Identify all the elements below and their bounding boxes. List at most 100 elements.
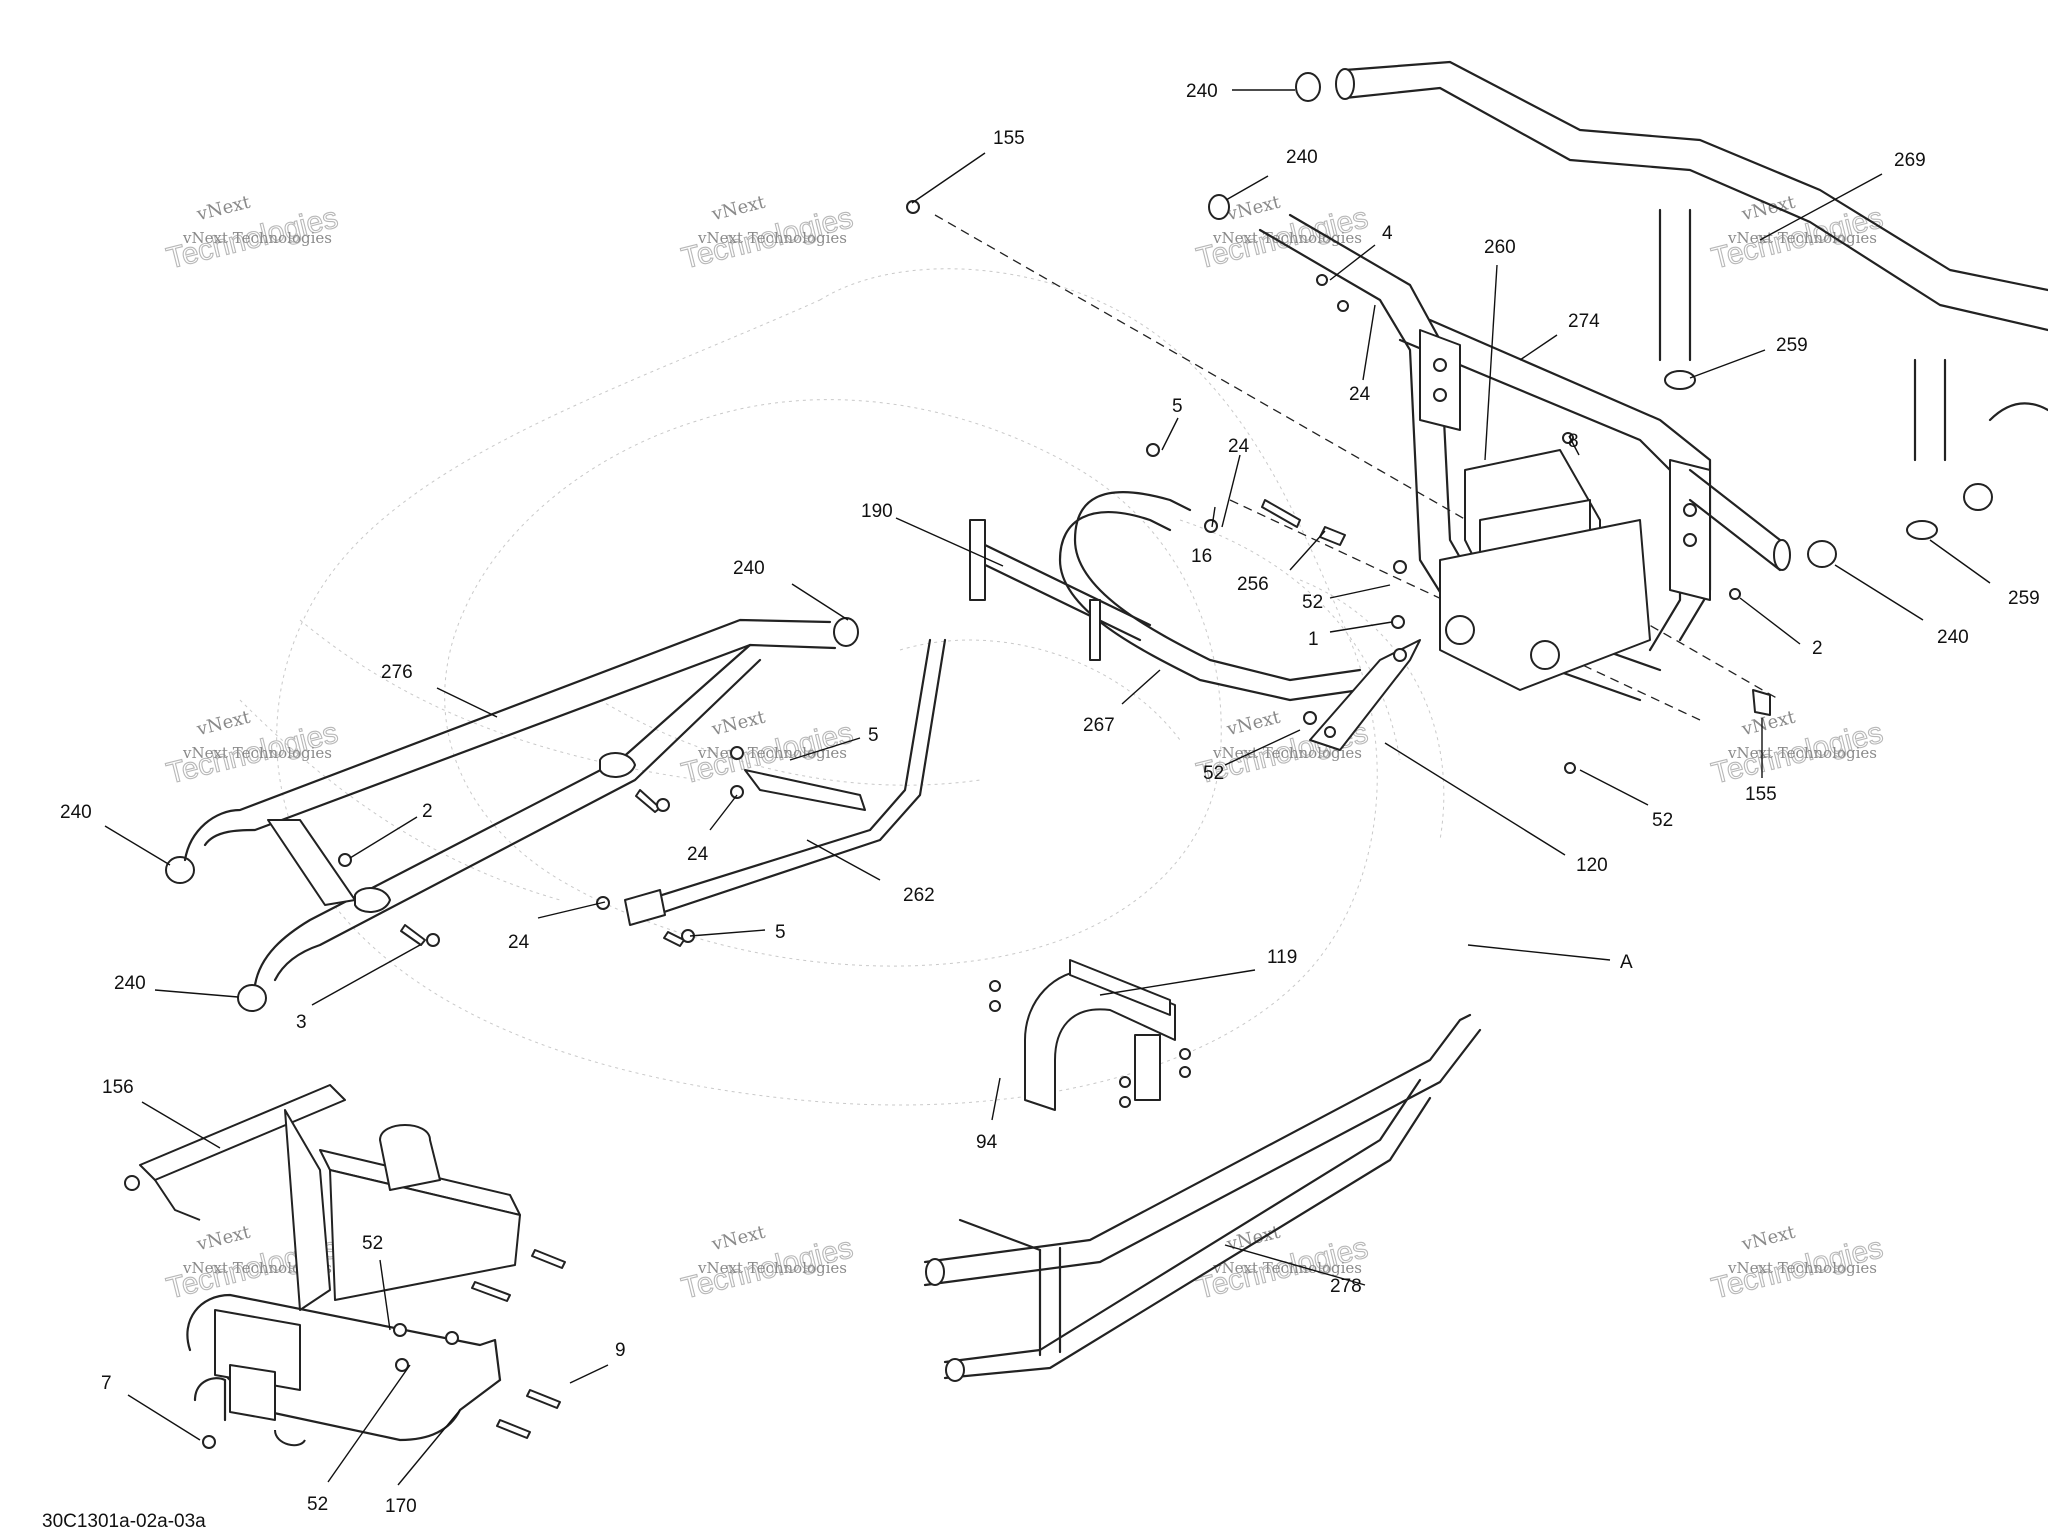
callout-3: 3 — [296, 1012, 307, 1033]
part-170-hitch-bumper — [186, 1293, 502, 1447]
callout-5: 5 — [1172, 396, 1183, 417]
watermark-text: vNext Technologies — [182, 1259, 332, 1277]
watermark-text: vNext Technologies — [1727, 744, 1877, 762]
callout-276: 276 — [381, 662, 413, 683]
svg-text:vNext: vNext — [1739, 1222, 1798, 1256]
watermark-text: vNext Technologies — [1212, 229, 1362, 247]
callout-256: 256 — [1237, 574, 1269, 595]
callout-155: 155 — [1745, 784, 1777, 805]
callout-155: 155 — [993, 128, 1025, 149]
callout-52: 52 — [362, 1233, 383, 1254]
svg-text:vNext: vNext — [1739, 192, 1798, 226]
watermark-text: vNext Technologies — [697, 1259, 847, 1277]
callout-260: 260 — [1484, 237, 1516, 258]
callout-240: 240 — [114, 973, 146, 994]
figure-id: 30C1301a-02a-03a — [42, 1511, 206, 1532]
end-cap — [237, 984, 267, 1012]
end-cap — [1295, 72, 1321, 102]
svg-text:vNext: vNext — [709, 192, 768, 226]
part-267-bumper — [969, 491, 1362, 702]
svg-text:vNext: vNext — [709, 707, 768, 741]
callout-262: 262 — [903, 885, 935, 906]
watermark-text: vNext Technologies — [1212, 744, 1362, 762]
callout-5: 5 — [775, 922, 786, 943]
part-269-rear-bar — [1335, 60, 2048, 462]
callout-240: 240 — [1186, 81, 1218, 102]
callout-170: 170 — [385, 1496, 417, 1517]
leader-lines — [104, 89, 1991, 1486]
callout-7: 7 — [101, 1373, 112, 1394]
callout-52: 52 — [1652, 810, 1673, 831]
part-120-bracket — [1309, 639, 1421, 751]
end-caps-240 — [165, 72, 1993, 1012]
watermark-text: vNext Technologies — [182, 229, 332, 247]
part-278-side-tube — [923, 1013, 1482, 1382]
svg-text:vNext: vNext — [194, 707, 253, 741]
callout-52: 52 — [1203, 763, 1224, 784]
callout-52: 52 — [307, 1494, 328, 1515]
callout-24: 24 — [1228, 436, 1250, 457]
callout-119: 119 — [1267, 947, 1297, 968]
callout-8: 8 — [1568, 431, 1579, 452]
svg-text:vNext: vNext — [1224, 707, 1283, 741]
svg-text:vNext: vNext — [1224, 1222, 1283, 1256]
callout-274: 274 — [1568, 311, 1600, 332]
callout-278: 278 — [1330, 1276, 1362, 1297]
callout-16: 16 — [1191, 546, 1212, 567]
callout-24: 24 — [1349, 384, 1371, 405]
callout-190: 190 — [861, 501, 893, 522]
callout-1: 1 — [1308, 629, 1319, 650]
callout-240: 240 — [733, 558, 765, 579]
callout-5: 5 — [868, 725, 879, 746]
end-cap — [833, 617, 859, 647]
callout-156: 156 — [102, 1077, 134, 1098]
callout-labels: 240 155 240 4 269 260 274 24 259 5 24 8 … — [60, 81, 2040, 1517]
callout-A: A — [1620, 952, 1633, 973]
callout-259: 259 — [1776, 335, 1808, 356]
callout-269: 269 — [1894, 150, 1926, 171]
end-cap — [1208, 194, 1230, 220]
part-119-support — [1024, 959, 1176, 1111]
watermark-text: vNext Technologies — [1212, 1259, 1362, 1277]
callout-240: 240 — [1286, 147, 1318, 168]
svg-text:vNext: vNext — [194, 1222, 253, 1256]
watermark-text: vNext Technologies — [182, 744, 332, 762]
callout-24: 24 — [687, 844, 709, 865]
svg-text:vNext: vNext — [709, 1222, 768, 1256]
svg-text:vNext: vNext — [194, 192, 253, 226]
callout-120: 120 — [1576, 855, 1608, 876]
fasteners — [202, 200, 1771, 1449]
watermark-text: vNext Technologies — [1727, 229, 1877, 247]
end-cap — [1807, 540, 1837, 568]
end-cap — [1963, 483, 1993, 511]
callout-4: 4 — [1382, 223, 1393, 244]
callout-52: 52 — [1302, 592, 1323, 613]
watermark-text: vNext Technologies — [697, 744, 847, 762]
callout-9: 9 — [615, 1340, 626, 1361]
part-276-side-tube — [183, 618, 837, 987]
part-262-bracket — [624, 638, 947, 926]
callout-2: 2 — [422, 801, 433, 822]
callout-24: 24 — [508, 932, 530, 953]
part-260-tray — [1439, 449, 1651, 691]
callout-240: 240 — [1937, 627, 1969, 648]
callout-259: 259 — [2008, 588, 2040, 609]
part-156-hitch-frame — [124, 1084, 521, 1311]
ghost-vehicle-outline — [239, 268, 1445, 1106]
callout-267: 267 — [1083, 715, 1115, 736]
watermark-text: vNext Technologies — [697, 229, 847, 247]
callout-240: 240 — [60, 802, 92, 823]
callout-94: 94 — [976, 1132, 998, 1153]
end-cap — [165, 856, 195, 884]
caps-259 — [1664, 370, 1938, 540]
callout-2: 2 — [1812, 638, 1823, 659]
watermark-text: vNext Technologies — [1727, 1259, 1877, 1277]
